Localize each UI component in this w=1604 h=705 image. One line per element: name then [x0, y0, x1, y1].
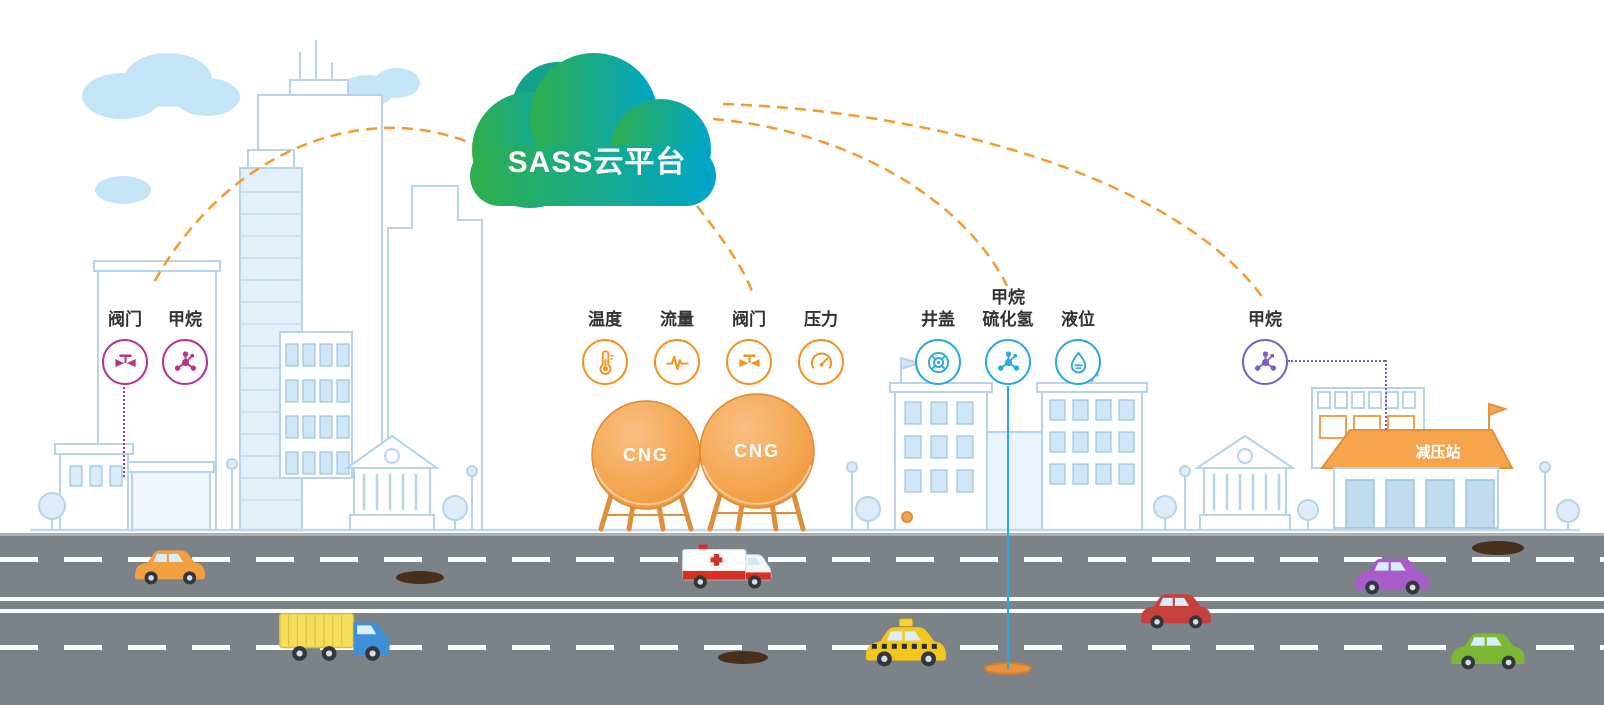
manhole-cover-icon	[927, 351, 949, 373]
tank-label: CNG	[623, 445, 669, 465]
sensor-link-line-purple-v	[1385, 360, 1387, 430]
sensor-circle	[798, 339, 844, 385]
sensor-label: 阀门	[732, 309, 766, 329]
sensor-label: 硫化氢	[982, 309, 1034, 329]
car-red	[1141, 594, 1211, 629]
taxi	[866, 618, 946, 667]
truck	[278, 612, 390, 661]
sensor-circle	[726, 339, 772, 385]
sensor-label: 井盖	[921, 309, 955, 329]
sensor-label: 甲烷	[991, 287, 1025, 307]
sensor-circle	[1055, 339, 1101, 385]
valve-icon	[114, 354, 136, 367]
sensor-circle	[985, 339, 1031, 385]
sensor-group-cng-station: 温度 流量 阀门	[569, 285, 857, 385]
flow-wave-icon	[665, 355, 689, 370]
sensor-label: 流量	[660, 309, 694, 329]
sensor-group-city-buildings: 阀门 甲烷	[95, 285, 215, 385]
sensor-circle	[162, 339, 208, 385]
road-curb	[0, 533, 1604, 536]
sensor-methane: 甲烷	[1233, 285, 1297, 385]
sensor-label: 甲烷	[168, 309, 202, 329]
liquid-level-icon	[1070, 350, 1086, 373]
sky-clouds	[82, 53, 420, 204]
lane-marking-dashed-bottom	[0, 645, 1604, 650]
sensor-drop-line-blue	[1007, 386, 1009, 669]
road	[0, 533, 1604, 705]
sensor-valve: 阀门	[713, 285, 785, 385]
sensor-liquid-level: 液位	[1043, 285, 1113, 385]
ambulance	[682, 544, 772, 589]
lane-marking-dashed-top	[0, 557, 1604, 562]
manhole-cover	[1472, 541, 1524, 555]
thermometer-icon	[599, 349, 613, 375]
sensor-circle	[915, 339, 961, 385]
sensor-circle	[654, 339, 700, 385]
sensor-group-pressure-station: 甲烷	[1233, 285, 1297, 385]
lane-marking-solid-1	[0, 597, 1604, 601]
manhole-cover	[718, 651, 768, 664]
pressure-station-label: 减压站	[1415, 444, 1461, 461]
pressure-station-building	[1311, 387, 1514, 529]
sensor-flow: 流量	[641, 285, 713, 385]
lane-marking-solid-2	[0, 609, 1604, 613]
sensor-label: 压力	[804, 309, 838, 329]
sensor-methane: 甲烷	[155, 285, 215, 385]
methane-molecule-icon	[174, 350, 196, 371]
sensor-label: 温度	[588, 309, 622, 329]
cloud-connection-lines	[150, 102, 1265, 299]
sensor-label: 阀门	[108, 309, 142, 329]
sensor-label: 甲烷	[1248, 309, 1282, 329]
city-right	[846, 356, 1580, 531]
pressure-gauge-icon	[810, 351, 832, 369]
manhole-cover	[396, 571, 444, 584]
sensor-label: 液位	[1061, 309, 1095, 329]
sensor-manhole-cover: 井盖	[903, 285, 973, 385]
valve-icon	[738, 354, 760, 367]
sensor-circle	[1242, 339, 1288, 385]
sensor-link-line-purple-h	[1288, 360, 1385, 362]
cng-tanks	[591, 393, 815, 532]
sensor-circle	[102, 339, 148, 385]
car-green	[1451, 633, 1525, 670]
methane-molecule-icon	[997, 350, 1019, 371]
methane-molecule-icon	[1254, 350, 1276, 371]
tank-label: CNG	[734, 441, 780, 461]
sensor-pressure: 压力	[785, 285, 857, 385]
cloud-shape	[470, 53, 716, 208]
car-orange	[135, 550, 205, 585]
sensor-temperature: 温度	[569, 285, 641, 385]
car-purple	[1355, 558, 1429, 595]
sensor-group-pipeline: 井盖 甲烷 硫化氢	[903, 285, 1113, 385]
sensor-valve: 阀门	[95, 285, 155, 385]
sensor-circle	[582, 339, 628, 385]
city-left	[38, 40, 483, 531]
sensor-methane-h2s: 甲烷 硫化氢	[973, 285, 1043, 385]
sensor-drop-line-magenta	[123, 387, 125, 477]
cloud-platform-title: SASS云平台	[507, 146, 687, 179]
